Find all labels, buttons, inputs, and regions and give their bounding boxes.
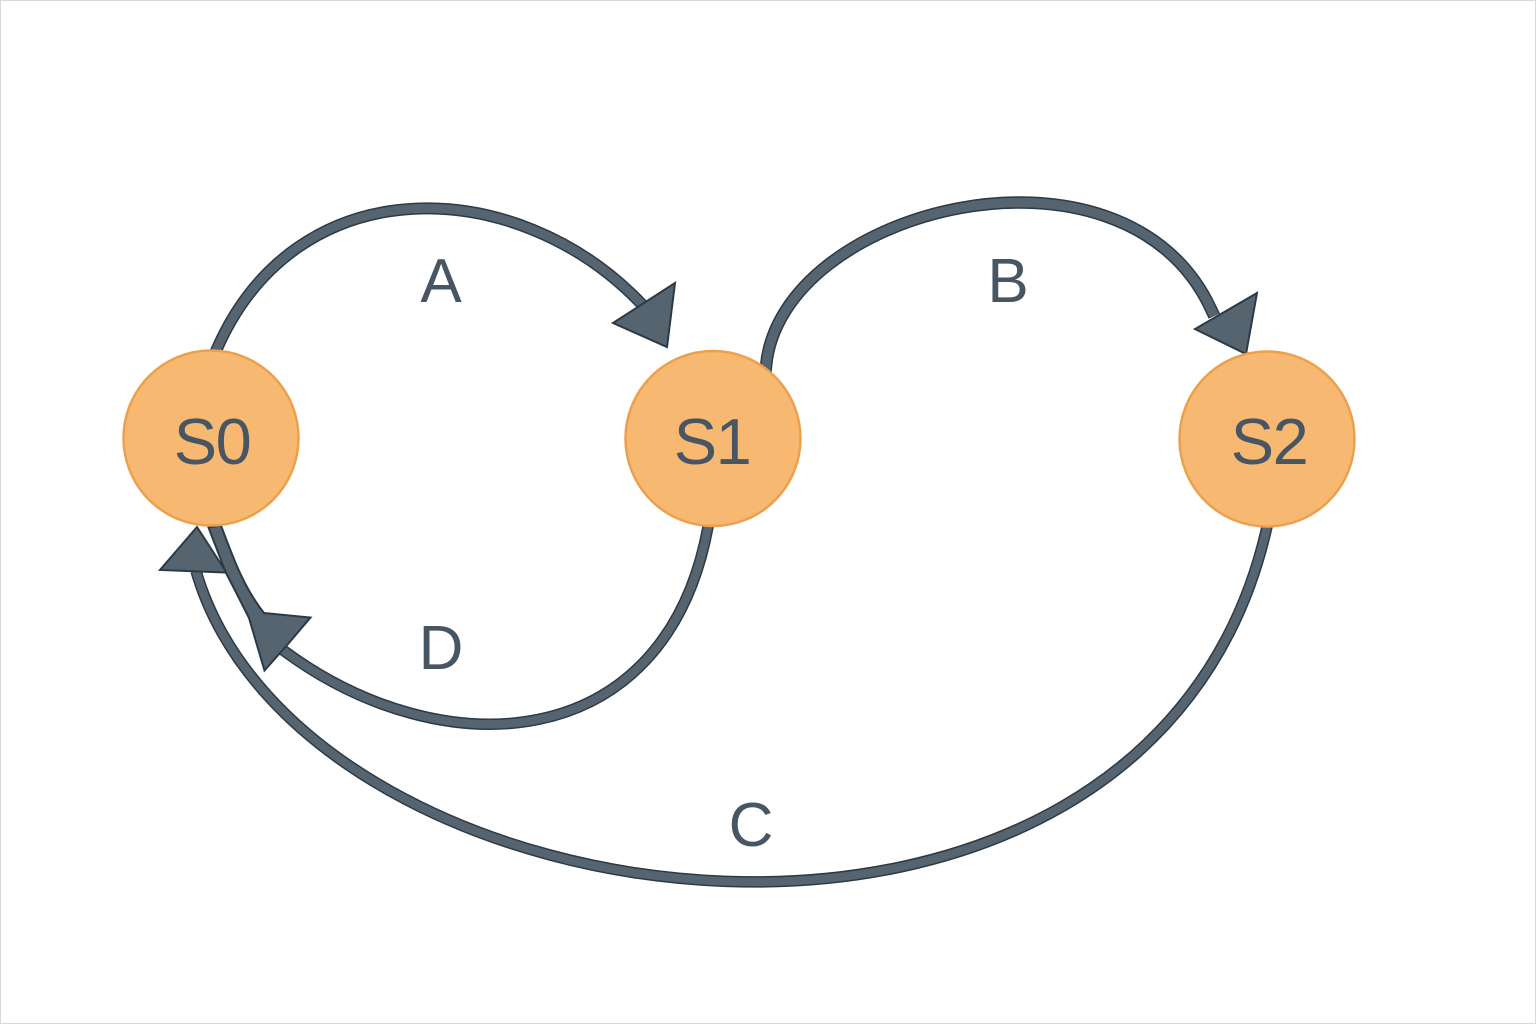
svg-text:A: A <box>420 247 462 316</box>
svg-text:S0: S0 <box>174 405 251 478</box>
svg-text:S2: S2 <box>1231 405 1308 478</box>
svg-text:S1: S1 <box>674 405 751 478</box>
svg-text:C: C <box>729 791 774 860</box>
svg-text:B: B <box>987 247 1028 316</box>
svg-text:D: D <box>419 614 464 683</box>
